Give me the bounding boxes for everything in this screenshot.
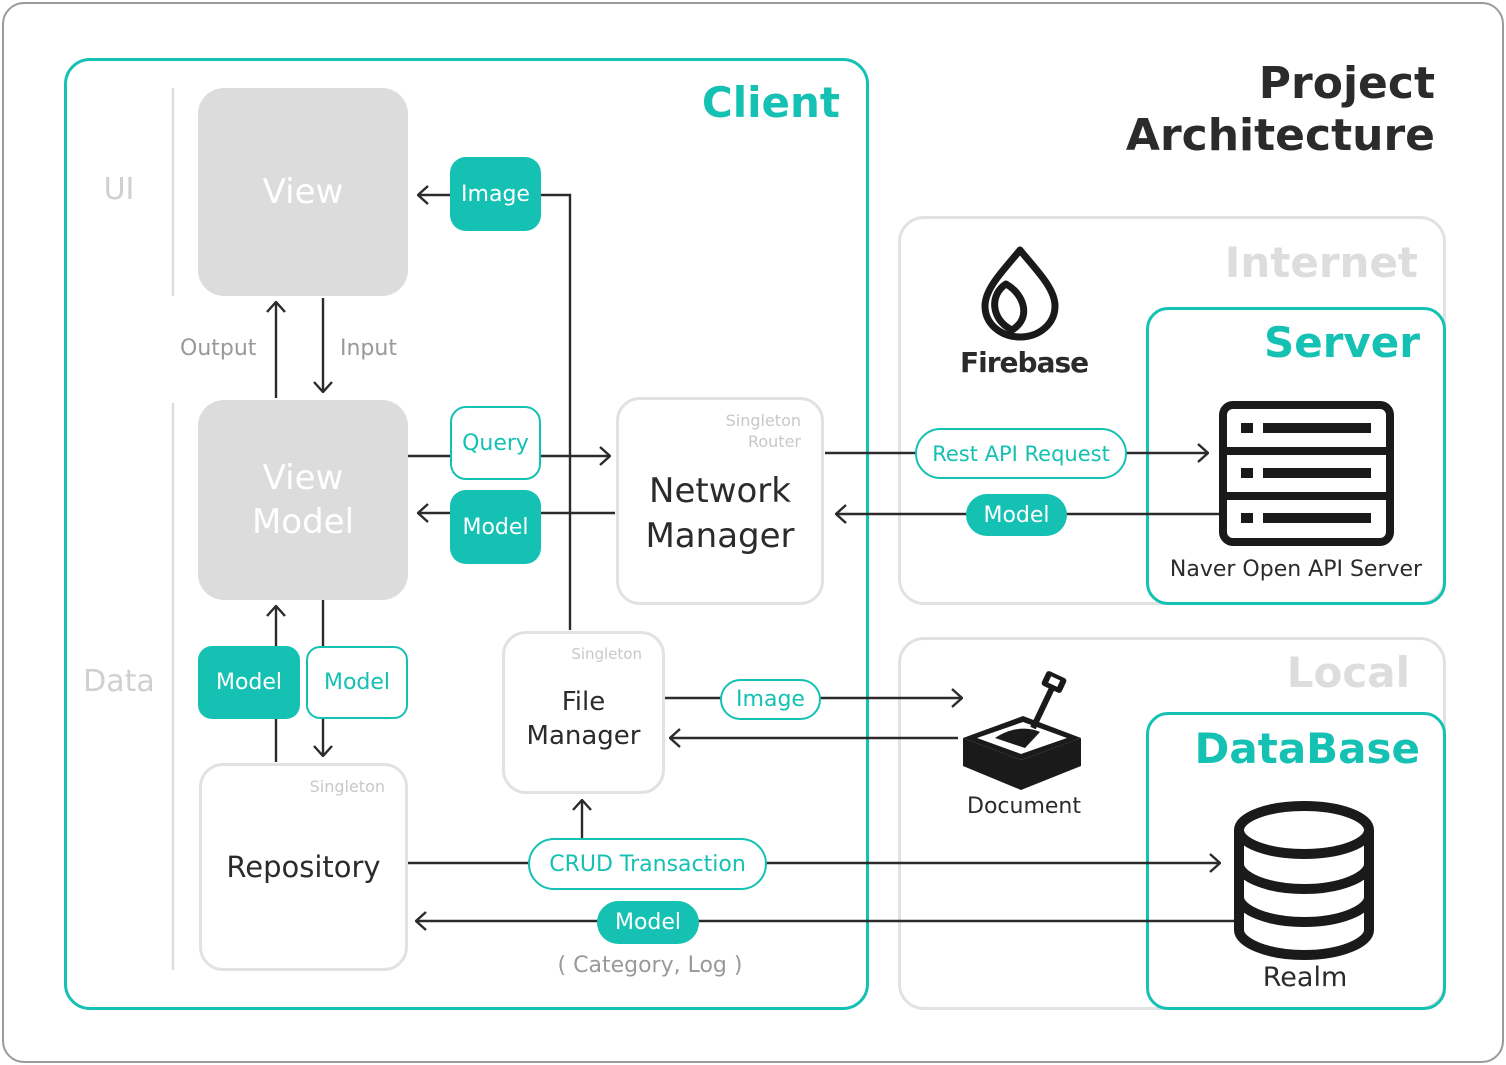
document-graphic <box>955 668 1087 793</box>
firebase-label: Firebase <box>960 346 1089 379</box>
view-model-label-2: Model <box>251 502 355 542</box>
server-caption: Naver Open API Server <box>1169 557 1423 582</box>
router-tag: Router <box>747 432 801 451</box>
server-title: Server <box>1263 318 1420 367</box>
view-node: View <box>198 88 408 296</box>
page-title: Project Architecture <box>1080 58 1435 162</box>
database-container <box>1146 712 1446 1010</box>
repository-tag: Singleton <box>309 777 385 796</box>
server-model-badge: Model <box>966 494 1067 536</box>
repository-node: Singleton Repository <box>199 763 408 971</box>
singleton-tag: Singleton <box>725 411 801 430</box>
server-graphic <box>1219 401 1394 546</box>
input-label: Input <box>340 336 397 361</box>
view-label: View <box>262 172 344 212</box>
server-icon <box>1219 401 1394 546</box>
repository-label: Repository <box>226 850 381 884</box>
rest-api-badge: Rest API Request <box>915 428 1127 479</box>
realm-model-badge: Model <box>597 901 699 944</box>
local-title: Local <box>1286 648 1410 697</box>
firebase-logo: Firebase <box>960 244 1089 379</box>
internet-title: Internet <box>1224 238 1418 287</box>
output-label: Output <box>180 336 257 361</box>
layer-label-data: Data <box>83 664 155 699</box>
model-badge-viewmodel: Model <box>450 490 541 564</box>
layer-label-ui: UI <box>103 172 135 207</box>
network-manager-tags: Singleton Router <box>726 410 801 452</box>
view-model-node: View Model <box>198 400 408 600</box>
database-icon <box>1234 801 1374 961</box>
network-manager-label-2: Manager <box>645 516 795 556</box>
document-caption: Document <box>967 794 1081 819</box>
network-manager-label-1: Network <box>649 471 791 511</box>
realm-model-note: ( Category, Log ) <box>557 953 743 978</box>
file-manager-node: Singleton File Manager <box>502 631 665 794</box>
client-container <box>64 58 869 1010</box>
client-title: Client <box>701 78 840 127</box>
title-line-1: Project <box>1258 58 1435 109</box>
file-manager-label-1: File <box>561 686 606 717</box>
crud-transaction-badge: CRUD Transaction <box>528 838 767 890</box>
model-badge-down: Model <box>306 646 408 719</box>
file-manager-tag: Singleton <box>571 645 642 663</box>
query-badge: Query <box>450 406 541 480</box>
firebase-icon <box>981 246 1059 341</box>
image-to-document-badge: Image <box>720 679 821 720</box>
document-shovel-icon <box>963 671 1081 790</box>
realm-caption: Realm <box>1262 962 1348 993</box>
title-line-2: Architecture <box>1125 110 1435 161</box>
server-container <box>1146 307 1446 605</box>
file-manager-label-2: Manager <box>526 720 641 751</box>
database-graphic <box>1231 800 1377 961</box>
database-title: DataBase <box>1194 724 1420 773</box>
model-badge-up: Model <box>198 646 300 719</box>
image-badge: Image <box>450 157 541 231</box>
network-manager-node: Singleton Router Network Manager <box>616 397 824 605</box>
view-model-label-1: View <box>262 458 344 498</box>
